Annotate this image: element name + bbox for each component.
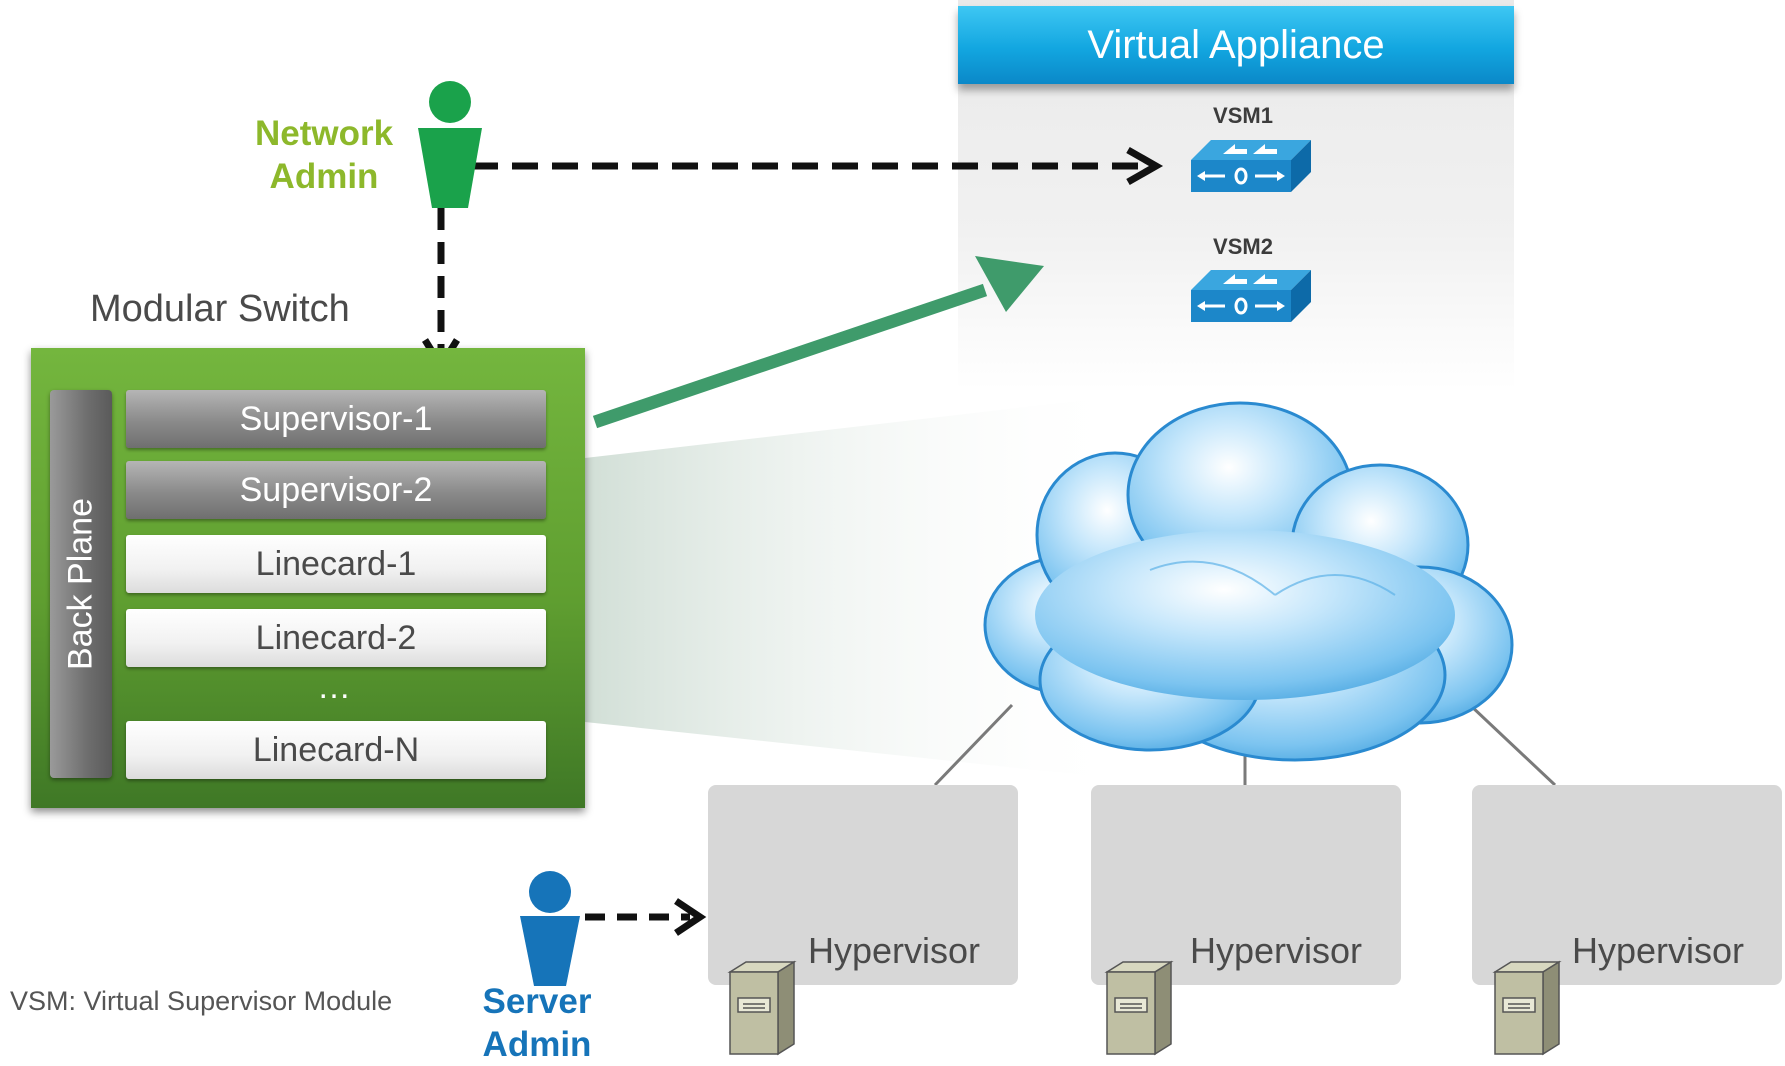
card-supervisor-1: Supervisor-1 [126,390,546,448]
mapping-arrow [592,283,988,429]
modular-switch-title: Modular Switch [90,288,350,330]
server-icon-1 [727,960,797,1056]
vsm1-switch-icon [1191,140,1311,192]
network-admin-person-icon [418,81,482,208]
cards-ellipsis: … [317,668,355,706]
virtual-appliance-title: Virtual Appliance [958,6,1514,84]
vsm1-label: VSM1 [1213,103,1273,128]
network-admin-label: Network Admin [244,112,404,198]
network-admin-line1: Network [254,114,394,153]
card-linecard-n: Linecard-N [126,721,546,779]
server-admin-person-icon [520,871,580,986]
hypervisor-label-3: Hypervisor [1572,930,1745,971]
zoom-wedge [585,395,1130,780]
server-admin-line2: Admin [482,1025,592,1064]
hypervisor-box-2 [1091,785,1401,985]
server-admin-line1: Server [482,982,592,1021]
hypervisor-label-2: Hypervisor [1190,930,1363,971]
vsm2-switch-icon [1191,270,1311,322]
server-icon-3 [1492,960,1562,1056]
hypervisor-box-3 [1472,785,1782,985]
server-icon-2 [1104,960,1174,1056]
hypervisor-box-1 [708,785,1018,985]
card-linecard-2: Linecard-2 [126,609,546,667]
cloud-link-1 [933,703,1014,787]
vsm2-label: VSM2 [1213,234,1273,259]
hypervisor-label-1: Hypervisor [808,930,981,971]
card-supervisor-2: Supervisor-2 [126,461,546,519]
footnote: VSM: Virtual Supervisor Module [10,986,393,1016]
network-admin-line2: Admin [269,157,379,196]
back-plane-label: Back Plane [61,498,100,670]
server-admin-label: Server Admin [462,980,612,1066]
back-plane: Back Plane [50,390,112,778]
cloud-link-3 [1468,703,1557,787]
cloud-icon [983,401,1514,762]
card-linecard-1: Linecard-1 [126,535,546,593]
